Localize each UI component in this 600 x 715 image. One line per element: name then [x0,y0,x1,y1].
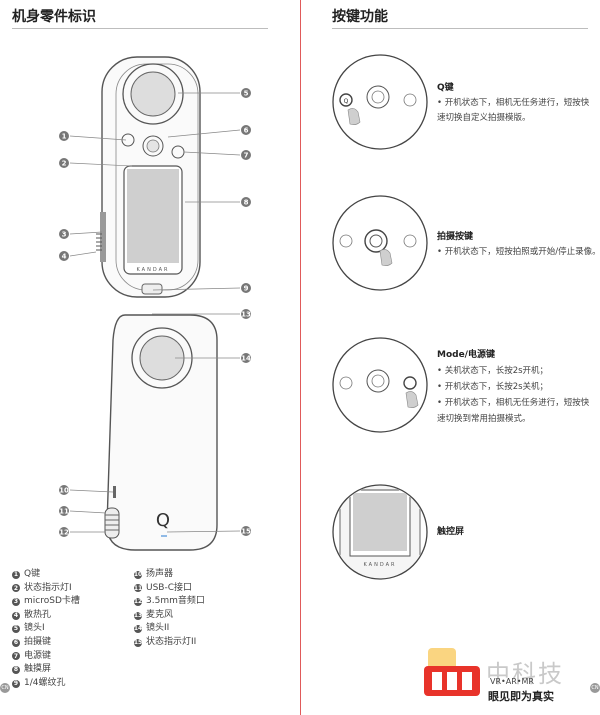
section-text: • 开机状态下，短按拍照或开始/停止录像。 [437,247,600,257]
right-title-divider [332,28,588,29]
legend-number: 6 [12,638,20,647]
touchscreen-diagram: KANDAR [332,484,428,580]
legend-label: 麦克风 [146,609,174,620]
back-callouts: 13 14 10 11 12 15 [59,309,251,537]
svg-text:2: 2 [62,160,67,168]
section-text: • 关机状态下，长按2s开机； [437,366,549,376]
svg-text:13: 13 [241,311,251,319]
brand-text: KANDAR [363,562,396,568]
watermark-tagline: VR•AR•MR [490,677,534,686]
legend-number: 8 [12,665,20,674]
camera-back-diagram: Q [104,314,218,551]
legend-label: 1/4螺纹孔 [24,677,66,688]
svg-text:4: 4 [62,253,67,261]
legend-item: 8 触摸屏 [12,663,80,677]
legend-number: 15 [133,638,143,647]
legend-item: 5 镜头I [12,622,80,636]
legend-item: 4 散热孔 [12,609,80,623]
legend-number: 5 [12,625,20,634]
legend-number: 12 [133,597,143,606]
legend-number: 9 [12,679,20,688]
section-heading-mode-power: Mode/电源键 [437,350,495,360]
legend-label: 3.5mm音频口 [146,596,205,607]
watermark-slogan: 眼见即为真实 [488,690,554,703]
shutter-button-diagram [332,195,428,291]
section-heading-shutter: 拍摄按键 [437,232,474,242]
watermark-logo [424,648,480,696]
brand-text: KANDAR [136,267,169,273]
svg-text:14: 14 [241,355,251,363]
mode-power-button-diagram [332,337,428,433]
left-page-marker: CN [0,683,10,693]
svg-text:Q: Q [344,98,349,105]
legend-label: 扬声器 [146,569,174,579]
legend-number: 13 [133,611,143,620]
section-text: • 开机状态下，相机无任务进行，短按快 [437,398,590,408]
svg-text:12: 12 [59,529,69,537]
right-page-title: 按键功能 [332,9,388,25]
legend-item: 9 1/4螺纹孔 [12,677,80,691]
left-title-divider [12,28,268,29]
legend-item: 3 microSD卡槽 [12,595,80,609]
svg-text:6: 6 [244,127,249,135]
left-page-title: 机身零件标识 [12,9,96,25]
legend-item: 1 Q键 [12,568,80,582]
section-text: 速切换到常用拍摄模式。 [437,414,531,424]
legend-label: microSD卡槽 [24,596,80,607]
svg-text:10: 10 [59,487,69,495]
page-divider [300,0,301,715]
legend-label: 触摸屏 [24,664,52,675]
legend-item: 7 电源键 [12,650,80,664]
q-button-diagram: Q [332,54,428,150]
svg-text:Q: Q [156,510,170,531]
svg-text:5: 5 [244,90,249,98]
legend-number: 11 [133,584,143,593]
svg-text:7: 7 [244,152,249,160]
watermark-text: 中科技 [486,660,564,688]
legend-number: 2 [12,584,20,593]
legend-label: 状态指示灯II [146,636,197,647]
legend-item: 2 状态指示灯I [12,582,80,596]
legend-number: 3 [12,597,20,606]
front-callouts: 1 2 3 4 5 6 7 8 9 [59,88,251,293]
legend-number: 14 [133,625,143,634]
section-text: 速切换自定义拍摄模版。 [437,113,531,123]
svg-text:15: 15 [241,528,251,536]
legend-label: 镜头I [24,623,45,634]
legend-label: 电源键 [24,650,52,661]
legend-label: 状态指示灯I [24,582,72,593]
section-heading-touchscreen: 触控屏 [437,527,465,537]
legend-label: 镜头II [146,623,170,634]
legend-label: Q键 [24,569,41,579]
section-text: • 开机状态下，相机无任务进行，短按快 [437,98,590,108]
right-page-marker: CN [590,683,600,693]
legend-number: 4 [12,611,20,620]
legend-label: 拍摄键 [24,636,52,647]
legend-number: 7 [12,652,20,661]
legend-number: 10 [133,570,143,579]
svg-text:11: 11 [59,508,69,516]
legend-label: USB-C接口 [146,582,193,593]
svg-text:8: 8 [244,199,249,207]
section-heading-q: Q键 [437,83,454,93]
section-text: • 开机状态下，长按2s关机； [437,382,549,392]
legend-number: 1 [12,570,20,579]
svg-text:9: 9 [244,285,249,293]
legend-item: 6 拍摄键 [12,636,80,650]
svg-text:1: 1 [62,133,67,141]
svg-text:3: 3 [62,231,67,239]
camera-front-diagram: KANDAR [96,56,201,298]
legend-label: 散热孔 [24,609,52,620]
